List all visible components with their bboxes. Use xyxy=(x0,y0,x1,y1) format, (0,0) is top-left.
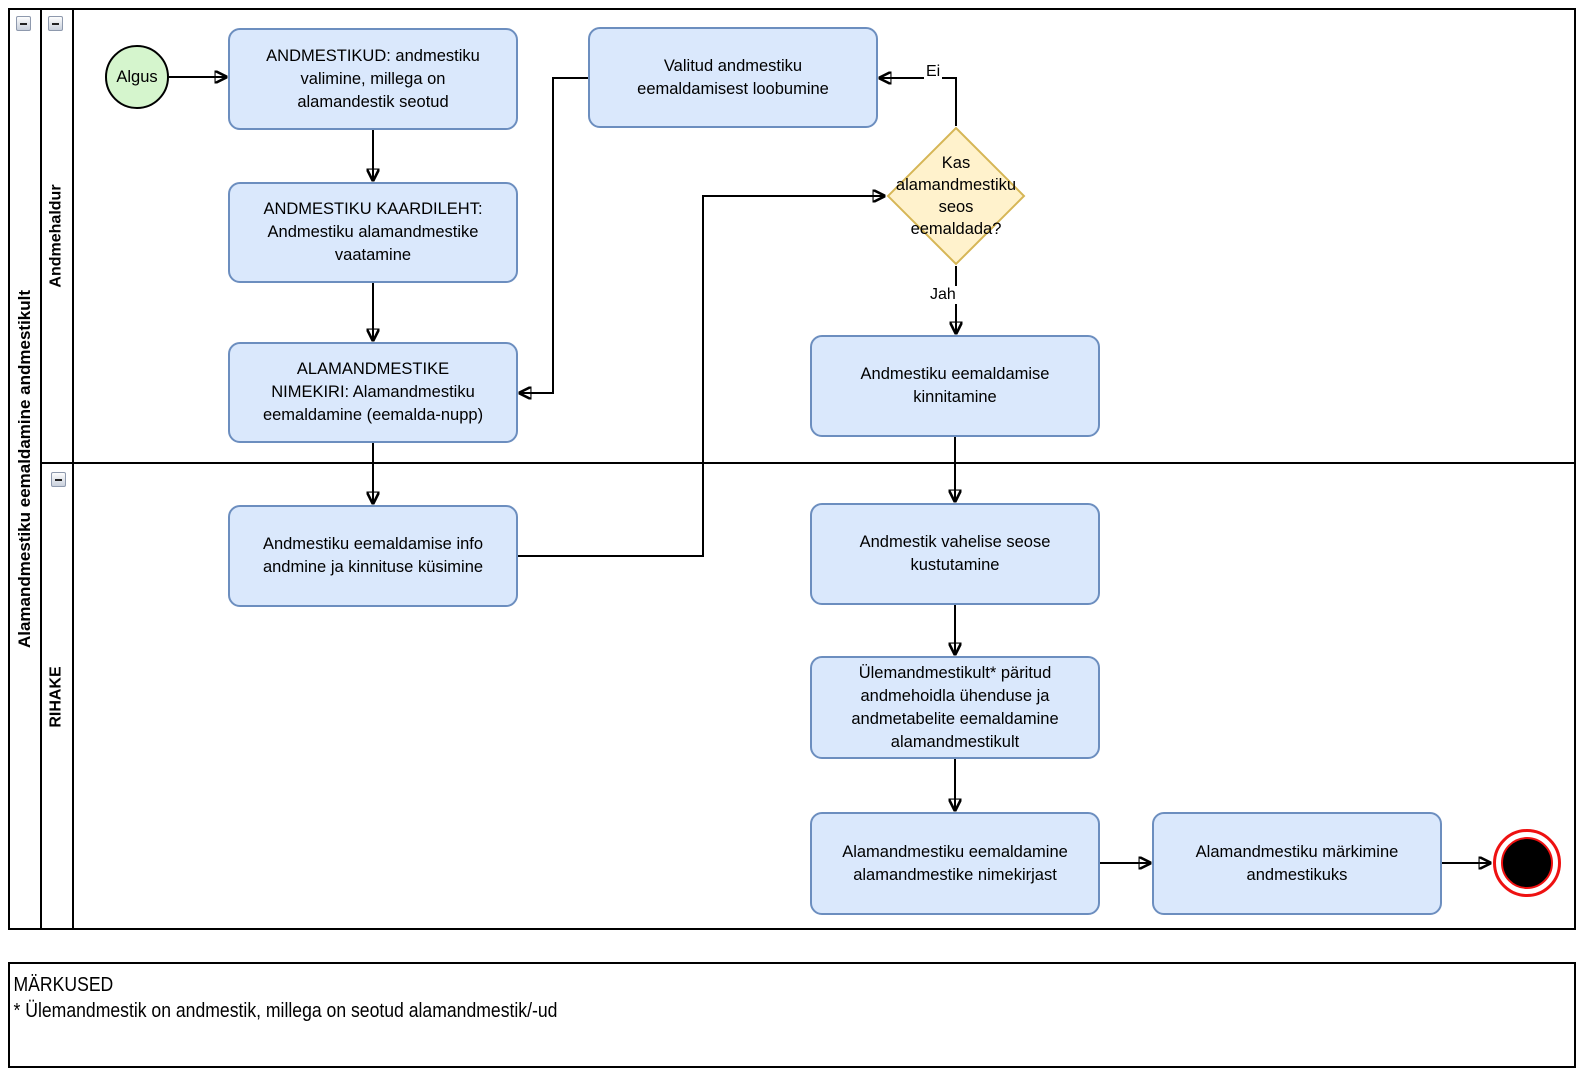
start-event[interactable]: Algus xyxy=(105,45,169,109)
task-nimekiri[interactable]: ALAMANDMESTIKE NIMEKIRI: Alamandmestiku … xyxy=(228,342,518,443)
gateway-label: Kas alamandmestiku seos eemaldada? xyxy=(895,154,1017,238)
task-markimine[interactable]: Alamandmestiku märkimine andmestikuks xyxy=(1152,812,1442,915)
minus-icon xyxy=(20,22,27,25)
lane-divider xyxy=(42,462,1574,464)
task-andmestikud[interactable]: ANDMESTIKUD: andmestiku valimine, milleg… xyxy=(228,28,518,130)
task-nimekirjast[interactable]: Alamandmestiku eemaldamine alamandmestik… xyxy=(810,812,1100,915)
lane-label-rihake: RIHAKE xyxy=(48,666,65,728)
notes-line: * Ülemandmestik on andmestik, millega on… xyxy=(13,1000,558,1022)
task-kaardileht[interactable]: ANDMESTIKU KAARDILEHT: Andmestiku alaman… xyxy=(228,182,518,283)
end-event-inner-circle xyxy=(1501,837,1553,889)
task-ylemandmestikult[interactable]: Ülemandmestikult* päritud andmehoidla üh… xyxy=(810,656,1100,759)
task-label: Andmestiku eemaldamise kinnitamine xyxy=(860,365,1050,406)
edge-label-ei: Ei xyxy=(924,63,943,81)
pool-title: Alamandmestiku eemaldamine andmestikult xyxy=(15,289,34,649)
task-label: ALAMANDMESTIKE NIMEKIRI: Alamandmestiku … xyxy=(262,360,484,424)
task-label: Valitud andmestiku eemaldamisest loobumi… xyxy=(637,56,829,98)
notes-title: MÄRKUSED xyxy=(13,974,114,996)
task-label: ANDMESTIKUD: andmestiku valimine, milleg… xyxy=(266,46,480,111)
lane-label-divider xyxy=(72,10,74,928)
start-event-label: Algus xyxy=(116,67,158,86)
gateway-seos-eemaldada[interactable]: Kas alamandmestiku seos eemaldada? xyxy=(886,126,1026,266)
edge-label-jah: Jah xyxy=(928,286,958,304)
collapse-button-lane-andmehaldur[interactable] xyxy=(48,16,63,31)
end-event[interactable] xyxy=(1493,829,1561,897)
collapse-button-lane-rihake[interactable] xyxy=(51,472,66,487)
minus-icon xyxy=(55,478,62,481)
task-label: Ülemandmestikult* päritud andmehoidla üh… xyxy=(851,663,1059,751)
task-loobumine[interactable]: Valitud andmestiku eemaldamisest loobumi… xyxy=(588,27,878,128)
task-info-kinnitus[interactable]: Andmestiku eemaldamise info andmine ja k… xyxy=(228,505,518,607)
task-label: Alamandmestiku eemaldamine alamandmestik… xyxy=(842,842,1068,884)
minus-icon xyxy=(52,22,59,25)
notes-box: MÄRKUSED * Ülemandmestik on andmestik, m… xyxy=(8,962,1576,1068)
task-label: Andmestiku eemaldamise info andmine ja k… xyxy=(262,535,484,576)
task-kinnitamine[interactable]: Andmestiku eemaldamise kinnitamine xyxy=(810,335,1100,437)
task-label: Andmestik vahelise seose kustutamine xyxy=(859,533,1051,574)
task-label: ANDMESTIKU KAARDILEHT: Andmestiku alaman… xyxy=(263,200,483,264)
pool-alamandmestiku-eemaldamine: Alamandmestiku eemaldamine andmestikult … xyxy=(8,8,1576,930)
lane-label-andmehaldur: Andmehaldur xyxy=(48,184,65,288)
collapse-button-pool[interactable] xyxy=(16,16,31,31)
diamond-shape xyxy=(886,126,1026,266)
pool-title-divider xyxy=(40,10,42,928)
task-label: Alamandmestiku märkimine andmestikuks xyxy=(1195,842,1399,884)
task-kustutamine[interactable]: Andmestik vahelise seose kustutamine xyxy=(810,503,1100,605)
